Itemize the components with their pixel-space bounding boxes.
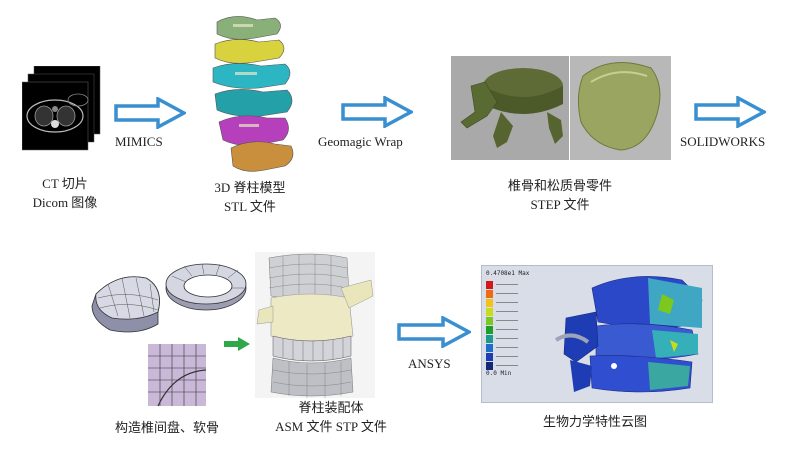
- ct-caption: CT 切片 Dicom 图像: [10, 174, 120, 212]
- assembly-caption: 脊柱装配体 ASM 文件 STP 文件: [246, 398, 416, 436]
- fea-legend-swatch: [486, 352, 548, 361]
- spine-3d-caption-line1: 3D 脊柱模型: [214, 180, 286, 195]
- spine-3d-caption: 3D 脊柱模型 STL 文件: [190, 178, 310, 216]
- fea-legend-swatch: [486, 361, 548, 370]
- fea-legend-title: 0.4708e1 Max: [486, 270, 530, 277]
- fea-caption: 生物力学特性云图: [520, 412, 670, 431]
- fea-legend-swatch: [486, 325, 548, 334]
- fea-legend-swatch: [486, 307, 548, 316]
- green-arrow-icon: [224, 337, 250, 351]
- arrow-3-icon: [694, 96, 766, 128]
- fea-legend: 0.4708e1 Max 0.0 Min: [486, 270, 548, 378]
- ct-caption-line2: Dicom 图像: [32, 195, 98, 210]
- disc-components: [88, 260, 248, 410]
- arrow-2-icon: [341, 96, 413, 128]
- spine-assembly-model: [255, 252, 375, 398]
- arrow-2-label: Geomagic Wrap: [318, 134, 403, 149]
- fea-legend-swatch: [486, 316, 548, 325]
- disc-caption-line1: 构造椎间盘、软骨: [114, 420, 219, 435]
- fea-result-panel: 0.4708e1 Max 0.0 Min: [481, 265, 713, 403]
- fea-legend-bars: [486, 280, 548, 370]
- arrow-1-label: MIMICS: [115, 134, 163, 149]
- arrow-4-label: ANSYS: [408, 356, 451, 371]
- vertebra-caption: 椎骨和松质骨零件 STEP 文件: [475, 176, 645, 214]
- assembly-caption-line1: 脊柱装配体: [298, 400, 364, 415]
- fea-legend-swatch: [486, 298, 548, 307]
- spine-3d-model: [205, 12, 305, 177]
- fea-legend-min: 0.0 Min: [486, 370, 512, 377]
- arrow-3-label: SOLIDWORKS: [680, 134, 766, 149]
- vertebra-caption-line1: 椎骨和松质骨零件: [507, 178, 612, 193]
- fea-legend-swatch: [486, 334, 548, 343]
- spine-3d-caption-line2: STL 文件: [224, 199, 276, 214]
- fea-legend-swatch: [486, 289, 548, 298]
- fea-legend-swatch: [486, 280, 548, 289]
- fea-caption-line1: 生物力学特性云图: [542, 414, 647, 429]
- disc-caption: 构造椎间盘、软骨: [92, 418, 242, 437]
- arrow-1-icon: [114, 97, 186, 129]
- ct-slice-stack: [22, 66, 104, 152]
- arrow-4-icon: [397, 316, 471, 348]
- vertebra-caption-line2: STEP 文件: [530, 197, 590, 212]
- vertebra-render: [451, 56, 671, 160]
- assembly-caption-line2: ASM 文件 STP 文件: [275, 419, 387, 434]
- fea-legend-swatch: [486, 343, 548, 352]
- ct-caption-line1: CT 切片: [42, 176, 88, 191]
